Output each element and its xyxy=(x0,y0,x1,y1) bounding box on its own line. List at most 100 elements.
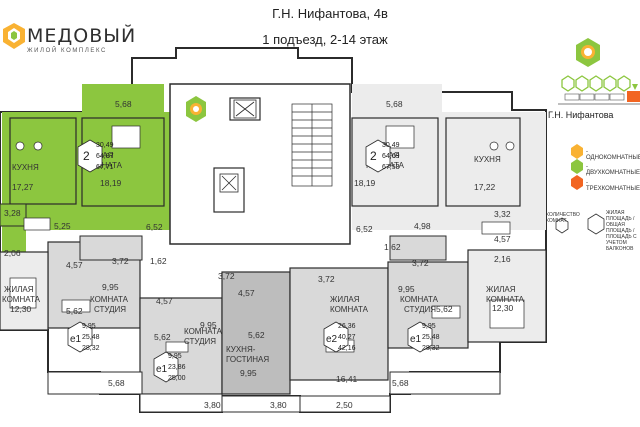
svg-text:67,53: 67,53 xyxy=(382,164,400,171)
location-map xyxy=(558,38,640,105)
svg-text:e1: e1 xyxy=(70,334,82,345)
area-2-50: 2,50 xyxy=(336,400,353,410)
area-top-right-balcony: 5,68 xyxy=(386,99,403,109)
area-top-left-balcony: 5,68 xyxy=(115,99,132,109)
location-label: Г.Н. Нифантова xyxy=(548,110,614,120)
room-kitchen-living-1: КУХНЯ- xyxy=(226,345,256,354)
area-living-left: 18,19 xyxy=(100,178,122,188)
room-living-mid-2: КОМНАТА xyxy=(330,305,369,314)
area-left-6-52: 6,52 xyxy=(146,222,163,232)
legend xyxy=(555,144,605,235)
area-right-4-57: 4,57 xyxy=(494,234,511,244)
area-right-4-98: 4,98 xyxy=(414,221,431,231)
room-kitchen-right: КУХНЯ xyxy=(474,155,501,164)
svg-text:e2: e2 xyxy=(326,334,338,345)
room-living-lr-2: КОМНАТА xyxy=(486,295,525,304)
brand-subtitle: ЖИЛОЙ КОМПЛЕКС xyxy=(27,48,107,54)
area-3-80-b: 3,80 xyxy=(270,400,287,410)
svg-text:26,36: 26,36 xyxy=(338,323,356,330)
svg-text:64,69: 64,69 xyxy=(382,153,400,160)
badge-studio-a: e1 9,95 25,48 28,32 xyxy=(67,321,100,353)
svg-text:67,71: 67,71 xyxy=(96,164,114,171)
area-left-12-30: 12,30 xyxy=(10,304,32,314)
svg-text:9,95: 9,95 xyxy=(168,353,182,360)
svg-text:40,27: 40,27 xyxy=(338,334,356,341)
svg-text:25,48: 25,48 xyxy=(82,334,100,341)
area-right-12-30: 12,30 xyxy=(492,303,514,313)
badge-apartment-right: 2 30,49 64,69 67,53 xyxy=(365,139,400,173)
svg-text:23,86: 23,86 xyxy=(168,364,186,371)
svg-text:28,32: 28,32 xyxy=(82,345,100,352)
svg-text:e1: e1 xyxy=(156,364,168,375)
badge-euro-two: e2 26,36 40,27 42,16 xyxy=(323,321,356,353)
svg-text:64,87: 64,87 xyxy=(96,153,114,160)
badge-apartment-left: 2 30,49 64,87 67,71 xyxy=(77,139,114,173)
svg-text:42,16: 42,16 xyxy=(338,345,356,352)
area-9-95-a: 9,95 xyxy=(102,282,119,292)
room-studio-d-1: КОМНАТА xyxy=(400,295,439,304)
svg-text:30,49: 30,49 xyxy=(382,142,400,149)
area-kitchen-left: 17,27 xyxy=(12,182,34,192)
area-bottom-right-balcony: 5,68 xyxy=(392,378,409,388)
room-studio-a-2: СТУДИЯ xyxy=(94,305,126,314)
legend-two-room: - ДВУХКОМНАТНЫЕ xyxy=(586,164,640,176)
area-16-41: 16,41 xyxy=(336,374,358,384)
area-3-72-a: 3,72 xyxy=(112,256,129,266)
area-5-62-c: 5,62 xyxy=(248,330,265,340)
svg-text:28,32: 28,32 xyxy=(422,345,440,352)
room-kitchen-living-2: ГОСТИНАЯ xyxy=(226,355,269,364)
area-3-80-a: 3,80 xyxy=(204,400,221,410)
room-living-ll-2: КОМНАТА xyxy=(2,295,41,304)
area-left-5-25: 5,25 xyxy=(54,221,71,231)
badge-studio-b: e1 9,95 23,86 25,00 xyxy=(153,351,186,383)
area-left-1-62: 1,62 xyxy=(150,256,167,266)
area-right-3-32: 3,32 xyxy=(494,209,511,219)
area-5-62-d: 5,62 xyxy=(436,304,453,314)
badge-studio-d: e1 9,95 25,48 28,32 xyxy=(407,321,440,353)
room-living-ll-1: ЖИЛАЯ xyxy=(4,285,34,294)
area-5-62-a: 5,62 xyxy=(66,306,83,316)
area-left-2-06: 2,06 xyxy=(4,248,21,258)
area-3-72-b: 3,72 xyxy=(218,271,235,281)
section-title: 1 подъезд, 2-14 этаж xyxy=(262,32,388,47)
room-kitchen-left: КУХНЯ xyxy=(12,163,39,172)
legend-one-room: - ОДНОКОМНАТНЫЕ xyxy=(586,149,640,161)
room-studio-b-2: СТУДИЯ xyxy=(184,337,216,346)
legend-three-room: - ТРЕХКОМНАТНЫЕ xyxy=(586,180,640,192)
area-9-95-b: 9,95 xyxy=(200,320,217,330)
area-left-3-28: 3,28 xyxy=(4,208,21,218)
svg-text:2: 2 xyxy=(370,149,377,163)
svg-text:e1: e1 xyxy=(410,334,422,345)
area-bottom-left-balcony: 5,68 xyxy=(108,378,125,388)
room-studio-a-1: КОМНАТА xyxy=(90,295,129,304)
area-left-4-57: 4,57 xyxy=(66,260,83,270)
room-living-left-2: КОМНАТА xyxy=(84,161,123,170)
room-living-mid-1: ЖИЛАЯ xyxy=(330,295,360,304)
area-living-right: 18,19 xyxy=(354,178,376,188)
area-kitchen-right: 17,22 xyxy=(474,182,496,192)
svg-text:9,95: 9,95 xyxy=(422,323,436,330)
area-right-1-62: 1,62 xyxy=(384,242,401,252)
svg-text:25,00: 25,00 xyxy=(168,375,186,382)
svg-text:2: 2 xyxy=(83,149,90,163)
area-9-95-d: 9,95 xyxy=(398,284,415,294)
brand-logo-icon xyxy=(3,23,25,49)
area-5-62-b: 5,62 xyxy=(154,332,171,342)
legend-rooms-count: КОЛИЧЕСТВО КОМНАТ xyxy=(546,212,580,224)
room-studio-d-2: СТУДИЯ xyxy=(404,305,436,314)
brand-name: МЕДОВЫЙ xyxy=(27,25,137,47)
area-9-95-c: 9,95 xyxy=(240,368,257,378)
area-3-72-d: 3,72 xyxy=(412,258,429,268)
area-4-57-b: 4,57 xyxy=(156,296,173,306)
area-4-57-c: 4,57 xyxy=(238,288,255,298)
svg-text:9,95: 9,95 xyxy=(82,323,96,330)
room-living-lr-1: ЖИЛАЯ xyxy=(486,285,516,294)
svg-text:30,49: 30,49 xyxy=(96,142,114,149)
area-right-6-52: 6,52 xyxy=(356,224,373,234)
svg-text:25,48: 25,48 xyxy=(422,334,440,341)
legend-areas-note: ЖИЛАЯ ПЛОЩАДЬ / ОБЩАЯ ПЛОЩАДЬ / ПЛОЩАДЬ … xyxy=(606,210,637,252)
room-studio-b-1: КОМНАТА xyxy=(184,327,223,336)
area-right-2-16: 2,16 xyxy=(494,254,511,264)
address-title: Г.Н. Нифантова, 4в xyxy=(272,6,388,21)
